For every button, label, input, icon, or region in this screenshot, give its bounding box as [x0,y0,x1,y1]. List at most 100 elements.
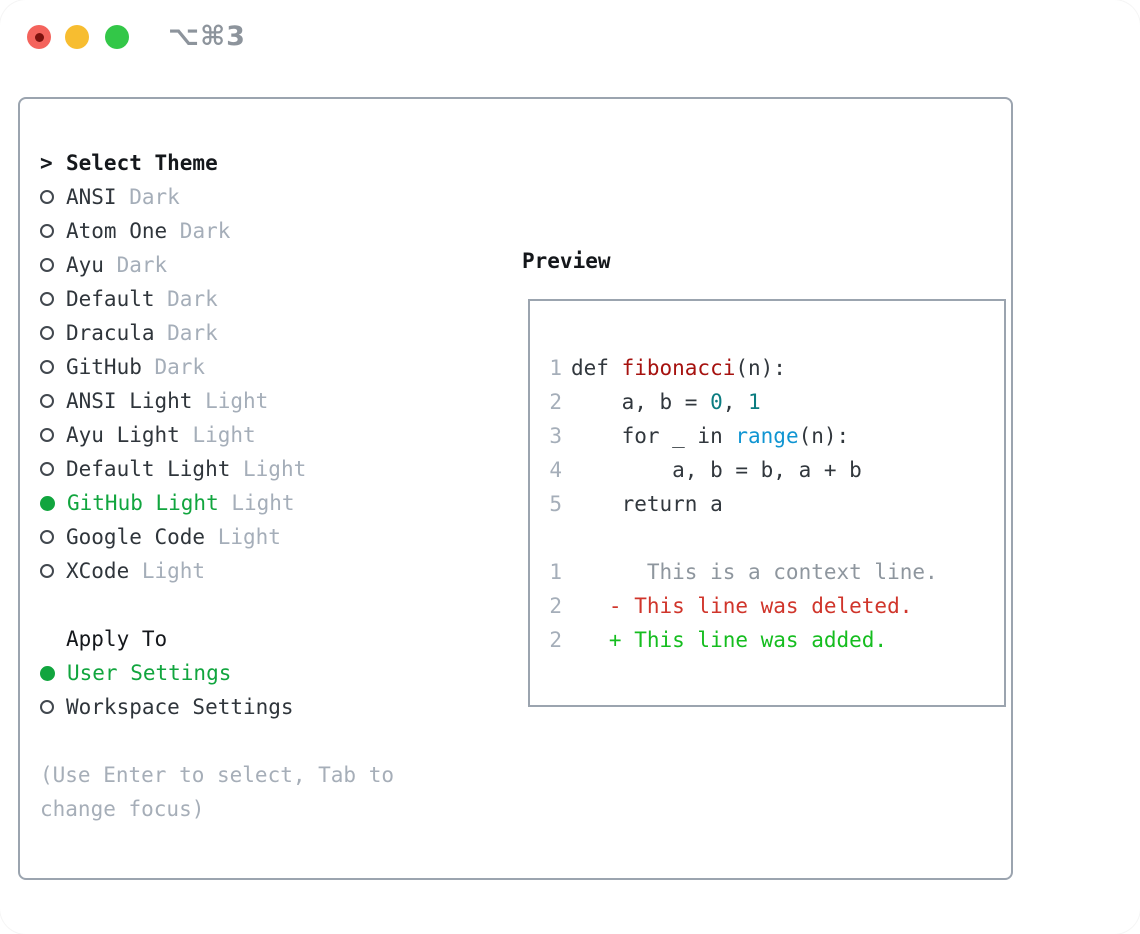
variant-tag: Dark [103,253,168,277]
radio-selected-icon [40,495,55,511]
radio-icon [40,530,54,544]
record-dot-icon [34,32,44,42]
radio-icon [40,326,54,340]
spacer [40,724,440,758]
radio-icon [40,224,54,238]
line-number: 2 [549,594,562,618]
variant-tag: Light [205,525,281,549]
option-label: GitHub [66,355,142,379]
code-line [548,521,938,555]
theme-option[interactable]: GitHub Dark [40,350,440,384]
apply-option[interactable]: Workspace Settings [40,690,440,724]
line-number: 4 [549,458,562,482]
radio-icon [40,258,54,272]
code-line: 1 def fibonacci(n): [548,351,938,385]
line-number: 3 [549,424,562,448]
option-label: Default [66,287,155,311]
option-label: ANSI Light [66,389,193,413]
close-button[interactable] [27,25,51,49]
theme-option[interactable]: XCode Light [40,554,440,588]
code-token-plain: for _ in [571,424,736,448]
option-label: Atom One [66,219,168,243]
keyboard-hint: (Use Enter to select, Tab to change focu… [40,763,395,821]
variant-tag: Light [179,423,256,447]
variant-tag: Light [192,389,269,413]
radio-icon [40,360,54,374]
window-title: ⌥⌘3 [168,21,246,52]
apply-option[interactable]: User Settings [40,656,440,690]
select-theme-title: Select Theme [66,151,218,175]
radio-icon [40,428,54,442]
code-line: 5 return a [548,487,938,521]
option-label: Dracula [66,321,155,345]
theme-option[interactable]: Default Light Light [40,452,440,486]
option-label: Ayu Light [66,423,180,447]
option-label: GitHub Light [67,491,219,515]
theme-option[interactable]: ANSI Dark [40,180,440,214]
variant-tag: Light [218,491,295,515]
theme-option[interactable]: Default Dark [40,282,440,316]
maximize-button[interactable] [105,25,129,49]
code-token-number: 0 [710,390,723,414]
line-number: 5 [549,492,562,516]
code-token-builtin: range [735,424,799,448]
theme-option[interactable]: Dracula Dark [40,316,440,350]
code-token-plain: def [571,356,622,380]
titlebar: ⌥⌘3 [0,0,1140,74]
spacer [40,588,440,622]
variant-tag: Dark [141,355,206,379]
radio-icon [40,292,54,306]
variant-tag: Dark [116,185,180,209]
option-label: Ayu [66,253,104,277]
code-token-plain: (n): [735,356,786,380]
code-line: 2 a, b = 0, 1 [548,385,938,419]
code-line: 3 for _ in range(n): [548,419,938,453]
code-token-plain: return a [571,492,723,516]
option-label: Default Light [66,457,231,481]
code-token-deleted: - This line was deleted. [571,594,913,618]
radio-icon [40,462,54,476]
theme-option[interactable]: GitHub Light Light [40,486,440,520]
line-number: 1 [549,356,562,380]
code-token-number: 1 [748,390,761,414]
radio-selected-icon [40,665,55,681]
theme-option[interactable]: Ayu Dark [40,248,440,282]
code-line: 1 This is a context line. [548,555,938,589]
minimize-button[interactable] [65,25,89,49]
variant-tag: Dark [154,321,218,345]
code-token-plain: a, b = b, a + b [571,458,862,482]
variant-tag: Dark [154,287,218,311]
option-label: Workspace Settings [66,695,294,719]
code-token-plain: (n): [798,424,850,448]
code-line: 4 a, b = b, a + b [548,453,938,487]
code-token-plain: , [722,390,749,414]
prompt-icon: > [40,151,53,175]
radio-icon [40,700,54,714]
code-line: 2 + This line was added. [548,623,938,657]
radio-icon [40,394,54,408]
code-token-context: This is a context line. [571,560,938,584]
radio-icon [40,564,54,578]
line-number: 1 [549,560,562,584]
code-token-added: + This line was added. [571,628,888,652]
theme-option[interactable]: ANSI Light Light [40,384,440,418]
option-label: Google Code [66,525,206,549]
theme-option[interactable]: Google Code Light [40,520,440,554]
radio-icon [40,190,54,204]
line-number: 2 [549,628,562,652]
theme-option[interactable]: Atom One Dark [40,214,440,248]
code-token-plain: a, b = [571,390,711,414]
code-line: 2 - This line was deleted. [548,589,938,623]
code-token-func: fibonacci [621,356,736,380]
option-label: ANSI [66,185,117,209]
theme-option[interactable]: Ayu Light Light [40,418,440,452]
variant-tag: Light [230,457,307,481]
line-number: 2 [549,390,562,414]
